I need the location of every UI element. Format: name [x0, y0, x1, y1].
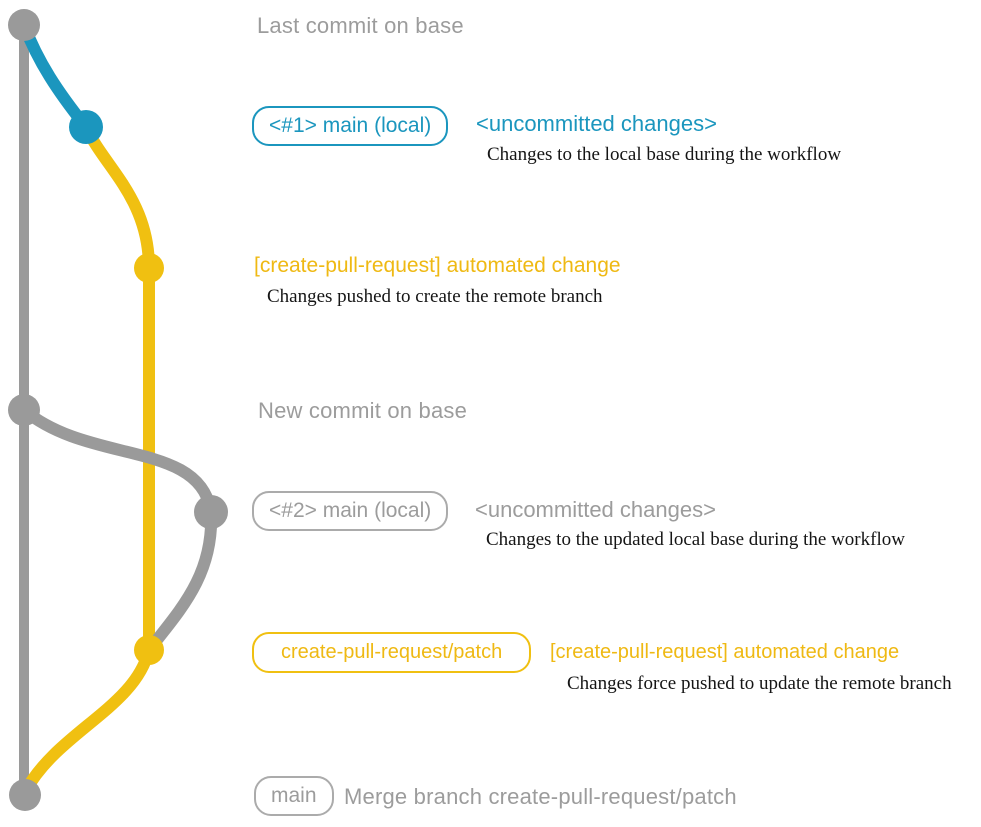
local-main-branch-line — [18, 19, 92, 133]
branch-label-main: main — [254, 776, 334, 817]
note-force-pushed-update-remote: Changes force pushed to update the remot… — [567, 673, 952, 694]
note-updated-local-base-changes: Changes to the updated local base during… — [486, 529, 905, 550]
note-local-base-changes: Changes to the local base during the wor… — [487, 144, 842, 165]
commit-dot-local-2 — [194, 495, 228, 529]
note-pushed-create-remote: Changes pushed to create the remote bran… — [267, 286, 603, 307]
status-uncommitted-changes-2: <uncommitted changes> — [475, 497, 716, 522]
annotation-last-commit: Last commit on base — [257, 13, 464, 38]
commit-dot-cpr-2 — [134, 635, 164, 665]
commit-message-automated-change-1: [create-pull-request] automated change — [254, 254, 621, 277]
commit-dot-local-1 — [69, 110, 103, 144]
patch-branch-line — [19, 121, 155, 798]
branch-label-main-local-1: <#1> main (local) — [252, 106, 449, 147]
commit-dot-base-tip — [8, 9, 40, 41]
branch-label-main-local-2: <#2> main (local) — [252, 491, 449, 532]
rebase-curve-line — [18, 404, 217, 518]
commit-message-merge: Merge branch create-pull-request/patch — [344, 784, 737, 809]
commit-dot-base-new — [8, 394, 40, 426]
commit-dot-cpr-1 — [134, 253, 164, 283]
annotation-new-commit: New commit on base — [258, 398, 468, 423]
status-uncommitted-changes-1: <uncommitted changes> — [476, 111, 717, 136]
commit-message-automated-change-2: [create-pull-request] automated change — [550, 641, 900, 663]
commit-dot-merge — [9, 779, 41, 811]
branch-label-patch: create-pull-request/patch — [252, 632, 532, 673]
force-push-curve-line — [143, 506, 218, 656]
